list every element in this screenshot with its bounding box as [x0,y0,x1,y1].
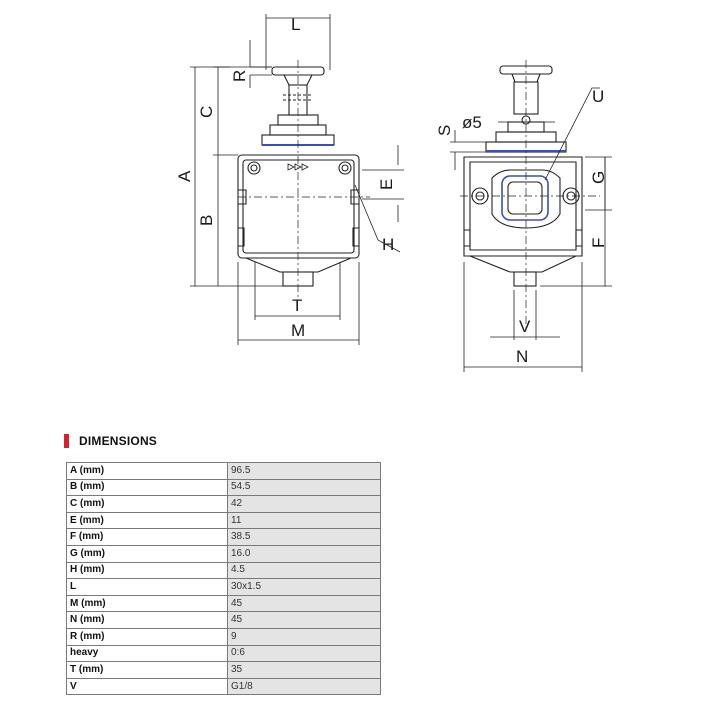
dim-value: 96.5 [227,462,381,480]
dim-value: 54.5 [227,478,381,497]
technical-drawing: L R C A B T M E H S ø5 U G F V N [175,14,612,372]
dimension-labels: L R C A B T M E H S ø5 U G F V N [175,15,608,366]
dim-key: G (mm) [66,544,228,563]
dim-value: 42 [227,495,381,513]
table-row: F (mm)38.5 [66,528,381,546]
dim-key: T (mm) [66,661,228,679]
dim-key: H (mm) [66,561,228,580]
dim-key: C (mm) [66,495,228,513]
dim-key: L [66,578,228,596]
table-row: C (mm)42 [66,495,381,513]
label-F: F [589,238,608,248]
dim-key: M (mm) [66,594,228,613]
label-R: R [230,70,249,82]
dim-value: 38.5 [227,528,381,546]
table-row: N (mm)45 [66,611,381,629]
dim-key: A (mm) [66,462,228,480]
label-C: C [197,106,216,118]
dimensions-header: DIMENSIONS [64,434,157,448]
dim-value: 16.0 [227,544,381,563]
table-row: H (mm)4.5 [66,561,381,580]
dim-key: N (mm) [66,611,228,629]
dim-value: 9 [227,627,381,646]
dim-value: 11 [227,511,381,530]
label-G: G [589,171,608,184]
side-view-dimension-lines [450,87,612,372]
label-H: H [382,235,394,254]
dim-key: V [66,677,228,696]
table-row: A (mm)96.5 [66,462,381,480]
label-B: B [197,215,216,226]
front-view-dimension-lines [190,14,404,345]
dim-value: G1/8 [227,677,381,696]
label-diameter-5: ø5 [462,113,482,132]
label-L: L [291,15,300,34]
dim-key: E (mm) [66,511,228,530]
dim-key: B (mm) [66,478,228,497]
table-row: G (mm)16.0 [66,544,381,563]
section-title: DIMENSIONS [79,434,158,448]
label-V: V [519,317,531,336]
label-A: A [175,170,194,182]
dim-value: 0:6 [227,644,381,663]
dim-value: 35 [227,661,381,679]
dimensions-table: A (mm)96.5 B (mm)54.5 C (mm)42 E (mm)11 … [66,462,381,696]
accent-bar [64,434,69,448]
table-row: R (mm)9 [66,627,381,646]
dim-value: 4.5 [227,561,381,580]
label-N: N [516,347,528,366]
dim-key: heavy [66,644,228,663]
front-view [237,60,370,300]
side-view [460,60,600,330]
dim-key: F (mm) [66,528,228,546]
dim-key: R (mm) [66,627,228,646]
dim-value: 30x1.5 [227,578,381,596]
table-row: T (mm)35 [66,661,381,679]
label-U: U [592,87,604,106]
dim-value: 45 [227,594,381,613]
table-row: E (mm)11 [66,511,381,530]
label-E: E [377,179,396,190]
label-T: T [292,296,302,315]
table-row: M (mm)45 [66,594,381,613]
label-S: S [435,125,454,136]
label-M: M [291,321,305,340]
table-row: B (mm)54.5 [66,478,381,497]
dim-value: 45 [227,611,381,629]
